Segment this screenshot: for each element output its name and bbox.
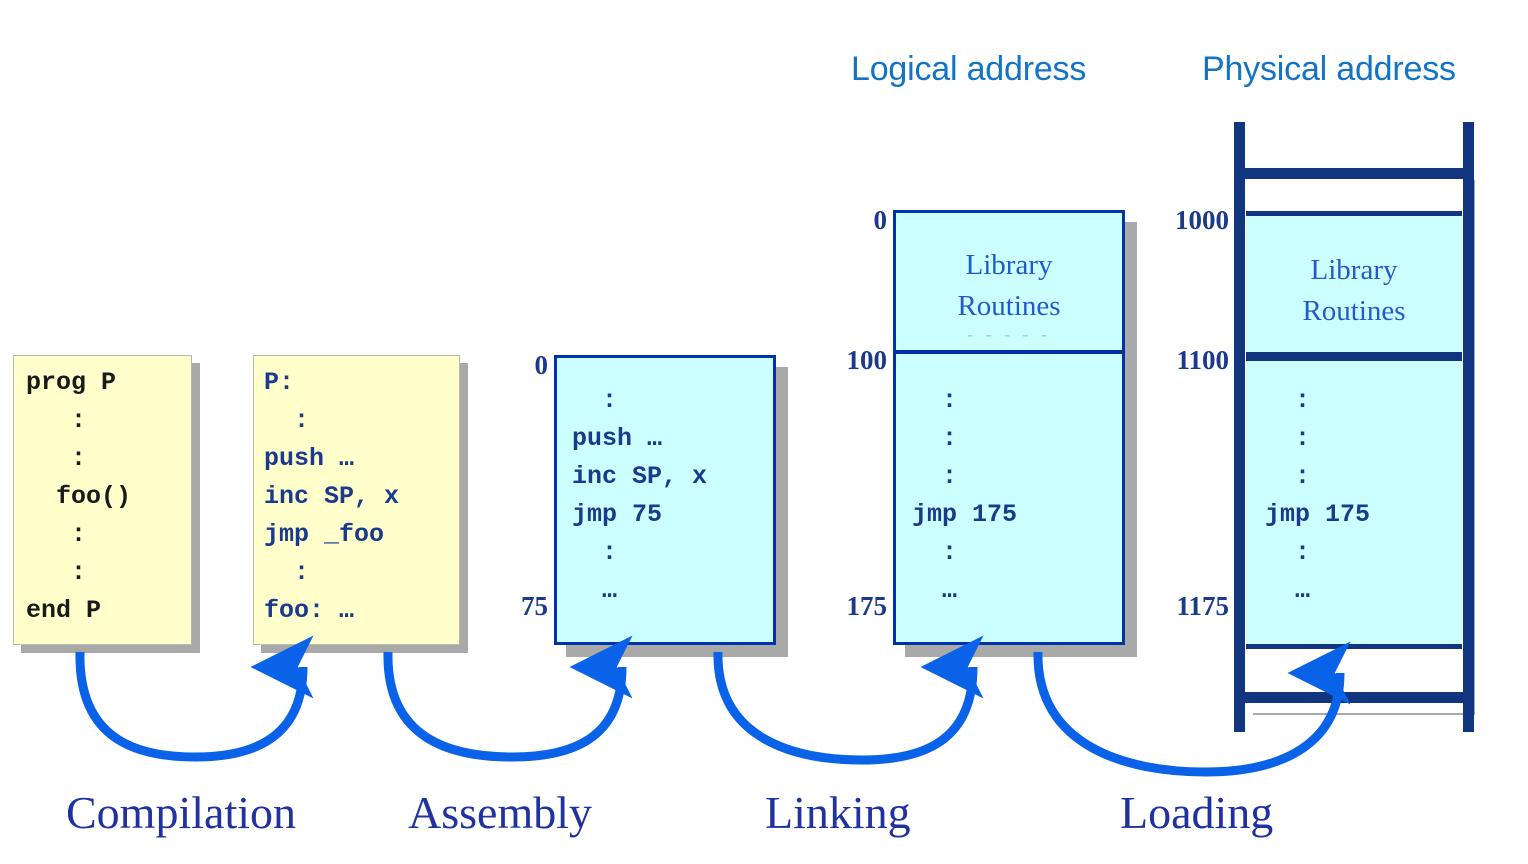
physical-memory-bottom-band xyxy=(1243,692,1465,703)
assembly-program-code: P: : push … inc SP, x jmp _foo : foo: … xyxy=(264,368,400,625)
source-program-code: prog P : : foo() : : end P xyxy=(26,368,132,625)
load-module-box xyxy=(893,210,1125,645)
physical-memory-library-caption: Library Routines xyxy=(1302,254,1406,327)
load-module-divider-100 xyxy=(896,350,1122,354)
source-program-box xyxy=(13,355,192,645)
physical-memory-addr-1100: 1100 xyxy=(1176,345,1229,375)
physical-memory-line-1000 xyxy=(1246,211,1462,216)
arrow-assembly xyxy=(383,635,633,762)
physical-memory-line-1175 xyxy=(1246,644,1462,649)
load-module-addr-top: 0 xyxy=(873,205,888,235)
assembly-program-box xyxy=(253,355,460,645)
arrow-linking xyxy=(713,635,984,765)
stage-label-linking: Linking xyxy=(765,787,911,838)
physical-memory-program-region xyxy=(1246,360,1462,645)
physical-address-header: Physical address xyxy=(1202,50,1456,88)
load-module-library-caption: Library Routines xyxy=(957,249,1061,322)
physical-memory-addr-1175: 1175 xyxy=(1176,591,1229,621)
arrow-compilation xyxy=(75,635,314,762)
physical-memory-library-region xyxy=(1246,215,1462,355)
load-module-code: : : : jmp 175 : … xyxy=(912,386,1018,605)
object-module-code: : push … inc SP, x jmp 75 : … xyxy=(572,386,708,605)
physical-memory-right-rail xyxy=(1463,122,1474,732)
physical-memory-line-1100 xyxy=(1246,352,1462,361)
object-module-addr-bottom: 75 xyxy=(521,591,548,621)
stage-label-compilation: Compilation xyxy=(66,787,296,838)
stage-label-assembly: Assembly xyxy=(408,787,592,838)
load-module-addr-mid: 100 xyxy=(846,345,888,375)
physical-memory-top-band xyxy=(1243,168,1465,179)
physical-memory-left-rail xyxy=(1234,122,1245,732)
object-module-addr-top: 0 xyxy=(534,350,549,380)
stage-label-loading: Loading xyxy=(1120,787,1274,838)
load-module-addr-bottom: 175 xyxy=(846,591,888,621)
physical-memory-code: : : : jmp 175 : … xyxy=(1265,386,1371,605)
load-module-library-dots: - - - - - xyxy=(967,324,1051,344)
logical-address-header: Logical address xyxy=(851,50,1087,88)
physical-memory-addr-1000: 1000 xyxy=(1175,205,1229,235)
object-module-box xyxy=(554,355,776,645)
